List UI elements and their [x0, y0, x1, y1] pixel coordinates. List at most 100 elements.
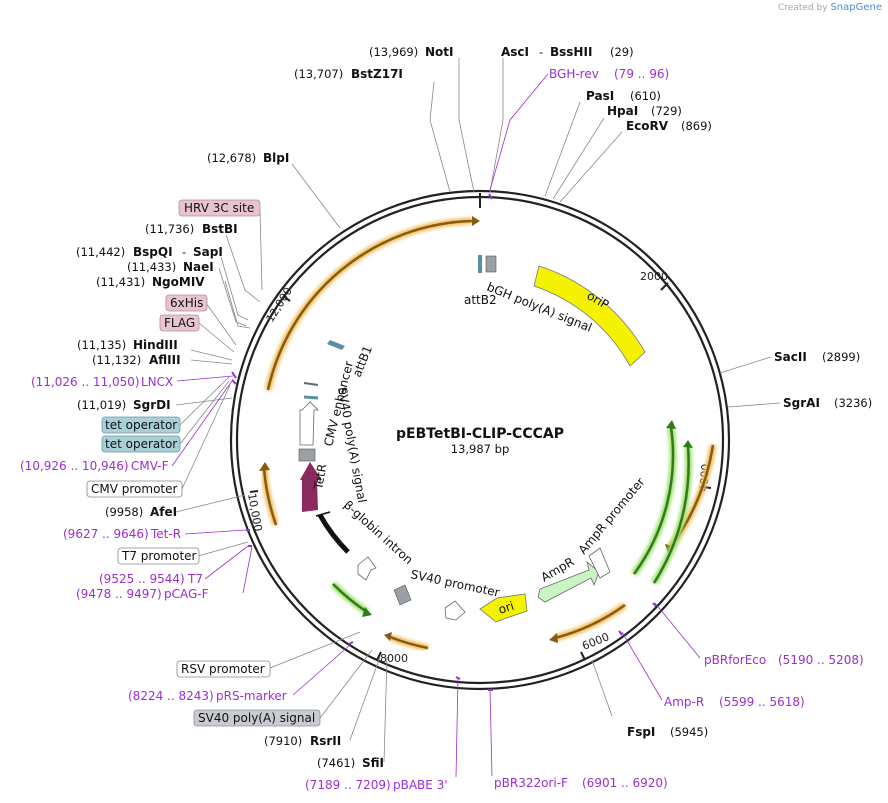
- sgrdi-pos: (11,019): [77, 398, 126, 412]
- primer-marks: [231, 193, 657, 691]
- afei-pos: (9958): [105, 505, 143, 519]
- tick-12000: [282, 295, 291, 302]
- prsmarker-range: (8224 .. 8243): [128, 689, 214, 703]
- beta-globin-label: β-globin intron: [341, 498, 416, 567]
- pbr322orif-name: pBR322ori-F: [494, 776, 568, 790]
- green-orf-arcs: [330, 420, 693, 617]
- naei-pos: (11,433): [127, 260, 176, 274]
- feature-boxes: HRV 3C site 6xHis FLAG tet operator tet …: [86, 199, 321, 727]
- beta-globin-intron-feature: [317, 513, 350, 554]
- orip-feature: [533, 265, 646, 367]
- primer-labels: BGH-rev (79 .. 96) (11,026 .. 11,050) LN…: [20, 67, 864, 792]
- tetr-feature: [300, 462, 322, 512]
- tetop2-box: tet operator: [105, 437, 177, 451]
- snapgene-credit: Created by SnapGene: [778, 2, 882, 13]
- tick-label-2000: 2000: [640, 270, 668, 283]
- tetr-primer-range: (9627 .. 9646): [63, 527, 149, 541]
- plasmid-name: pEBTetBI-CLIP-CCCAP: [396, 426, 564, 442]
- tetop1-box: tet operator: [105, 418, 177, 432]
- cmv-enh-bar: [303, 382, 319, 386]
- ampr-promoter-label: AmpR promoter: [576, 475, 648, 557]
- ampr-primer-range: (5599 .. 5618): [719, 695, 805, 709]
- sv40-promoter-arrow: [444, 600, 466, 621]
- sacii-pos: (2899): [822, 350, 860, 364]
- noti-pos: (13,969): [369, 45, 418, 59]
- fspi-name: FspI: [627, 725, 655, 739]
- hindiii-pos: (11,135): [77, 338, 126, 352]
- bgh-feature: [485, 255, 497, 273]
- sacii-name: SacII: [774, 350, 807, 364]
- lncx-name: LNCX: [141, 375, 173, 389]
- cmvf-name: CMV-F: [131, 459, 169, 473]
- pcagf-name: pCAG-F: [164, 587, 209, 601]
- attb1-feature: [327, 340, 345, 350]
- ampr-primer-name: Amp-R: [664, 695, 704, 709]
- attb2-feature: [478, 255, 482, 273]
- t7promoter-box: T7 promoter: [121, 549, 197, 563]
- fspi-pos: (5945): [670, 725, 708, 739]
- bspqi-pos: (11,442): [76, 245, 125, 259]
- afei-name: AfeI: [150, 505, 177, 519]
- blpi-pos: (12,678): [207, 151, 256, 165]
- sgrdi-name: SgrDI: [133, 398, 171, 412]
- bsshii-name: BssHII: [550, 45, 592, 59]
- bstz17i-name: BstZ17I: [351, 67, 403, 81]
- bghrev-name: BGH-rev: [549, 67, 599, 81]
- bghrev-range: (79 .. 96): [614, 67, 669, 81]
- bstz17i-pos: (13,707): [294, 67, 343, 81]
- plasmid-size: 13,987 bp: [451, 442, 510, 456]
- t7-name: T7: [187, 572, 203, 586]
- sv40polya-box: SV40 poly(A) signal: [198, 711, 315, 725]
- enzyme-leaders: [175, 58, 781, 763]
- rsvpromoter-box: RSV promoter: [181, 662, 265, 676]
- cmvf-range: (10,926 .. 10,946): [20, 459, 129, 473]
- hindiii-name: HindIII: [133, 338, 178, 352]
- sfii-name: SfiI: [362, 756, 384, 770]
- sv40-promoter-label: SV40 promoter: [409, 567, 501, 600]
- hpai-pos: (729): [651, 104, 682, 118]
- attb1-label: attB1: [350, 344, 375, 380]
- hrv3c-box: HRV 3C site: [184, 201, 254, 215]
- tick-6000: [580, 651, 586, 661]
- pasi-pos: (610): [630, 89, 661, 103]
- aflii-pos: (11,132): [92, 353, 141, 367]
- noti-name: NotI: [425, 45, 454, 59]
- ecorv-pos: (869): [681, 119, 712, 133]
- hpai-name: HpaI: [607, 104, 638, 118]
- flag-box: FLAG: [164, 316, 195, 330]
- tick-10000: [249, 490, 259, 493]
- ecorv-name: EcoRV: [626, 119, 669, 133]
- bsshii-pos: (29): [610, 45, 634, 59]
- sv40-polya-feature-2: [393, 584, 412, 606]
- blpi-name: BlpI: [263, 151, 289, 165]
- sgrai-pos: (3236): [834, 396, 872, 410]
- asci-name: AscI: [501, 45, 529, 59]
- sfii-pos: (7461): [317, 756, 355, 770]
- ori-label: ori: [497, 599, 516, 617]
- enzyme-labels: (13,969) NotI AscI - BssHII (29) (13,707…: [76, 45, 872, 770]
- sapi-name: SapI: [193, 245, 223, 259]
- bstbi-pos: (11,736): [145, 222, 194, 236]
- ngomiv-pos: (11,431): [96, 275, 145, 289]
- rsrii-pos: (7910): [264, 734, 302, 748]
- tick-2000: [660, 282, 669, 291]
- pcagf-range: (9478 .. 9497): [76, 587, 162, 601]
- box-leaders: [179, 209, 373, 719]
- ngomiv-name: NgoMIV: [152, 275, 205, 289]
- attb2-label: attB2: [464, 293, 497, 307]
- tetr-label: TetR: [311, 463, 329, 492]
- snapgene-logo-text: SnapGene: [830, 2, 882, 13]
- pasi-name: PasI: [586, 89, 614, 103]
- t7-range: (9525 .. 9544): [99, 572, 185, 586]
- bstbi-name: BstBI: [202, 222, 238, 236]
- tick-label-6000: 6000: [580, 630, 611, 653]
- tick-label-12000: 12,000: [264, 285, 295, 325]
- rsrii-name: RsrII: [310, 734, 341, 748]
- created-by-label: Created by: [778, 3, 828, 13]
- pbr322orif-range: (6901 .. 6920): [582, 776, 668, 790]
- naei-name: NaeI: [183, 260, 214, 274]
- tick-label-8000: 8000: [380, 652, 408, 665]
- ori-feature: [479, 593, 528, 623]
- tetr-primer-name: Tet-R: [150, 527, 181, 541]
